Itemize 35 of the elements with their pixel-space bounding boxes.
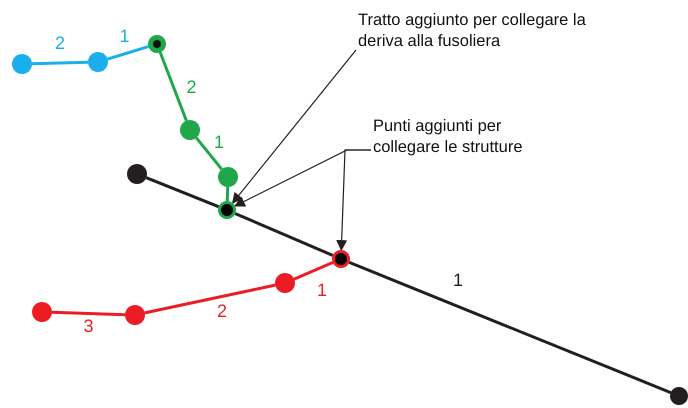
node-point xyxy=(275,273,295,293)
beam-segment xyxy=(226,186,230,202)
beam-segment xyxy=(234,212,334,257)
node-point xyxy=(88,52,108,72)
beam-segment xyxy=(32,60,88,66)
beam-segment xyxy=(52,310,126,316)
annotation-text: Punti aggiunti per collegare le strutture xyxy=(373,116,561,159)
beam-segment xyxy=(146,176,220,208)
beam-segment xyxy=(107,45,149,61)
node-point xyxy=(180,120,200,140)
beam-segment xyxy=(195,136,223,170)
annotation-text: Tratto aggiunto per collegare la deriva alla fusoliera xyxy=(358,10,586,53)
leader-arrow xyxy=(232,50,356,204)
segment-number: 1 xyxy=(317,281,327,299)
node-point xyxy=(125,305,145,325)
node-point xyxy=(218,167,238,187)
node-point xyxy=(12,54,32,74)
segment-number: 1 xyxy=(453,270,463,288)
segment-number: 2 xyxy=(217,302,227,320)
segment-number: 1 xyxy=(214,132,224,150)
junction-point xyxy=(218,201,236,219)
segment-number: 1 xyxy=(120,27,130,45)
segment-number: 3 xyxy=(84,316,94,334)
leader-arrow xyxy=(336,149,371,252)
beam-segment xyxy=(348,261,672,394)
segment-number: 2 xyxy=(55,34,65,52)
node-point xyxy=(670,387,688,405)
segment-number: 2 xyxy=(186,78,196,96)
node-point xyxy=(32,302,52,322)
junction-point xyxy=(332,250,350,268)
beam-segment xyxy=(158,52,188,122)
node-point xyxy=(148,35,166,53)
beam-segment xyxy=(294,261,334,280)
beam-segment xyxy=(144,284,276,314)
node-point xyxy=(127,164,147,184)
